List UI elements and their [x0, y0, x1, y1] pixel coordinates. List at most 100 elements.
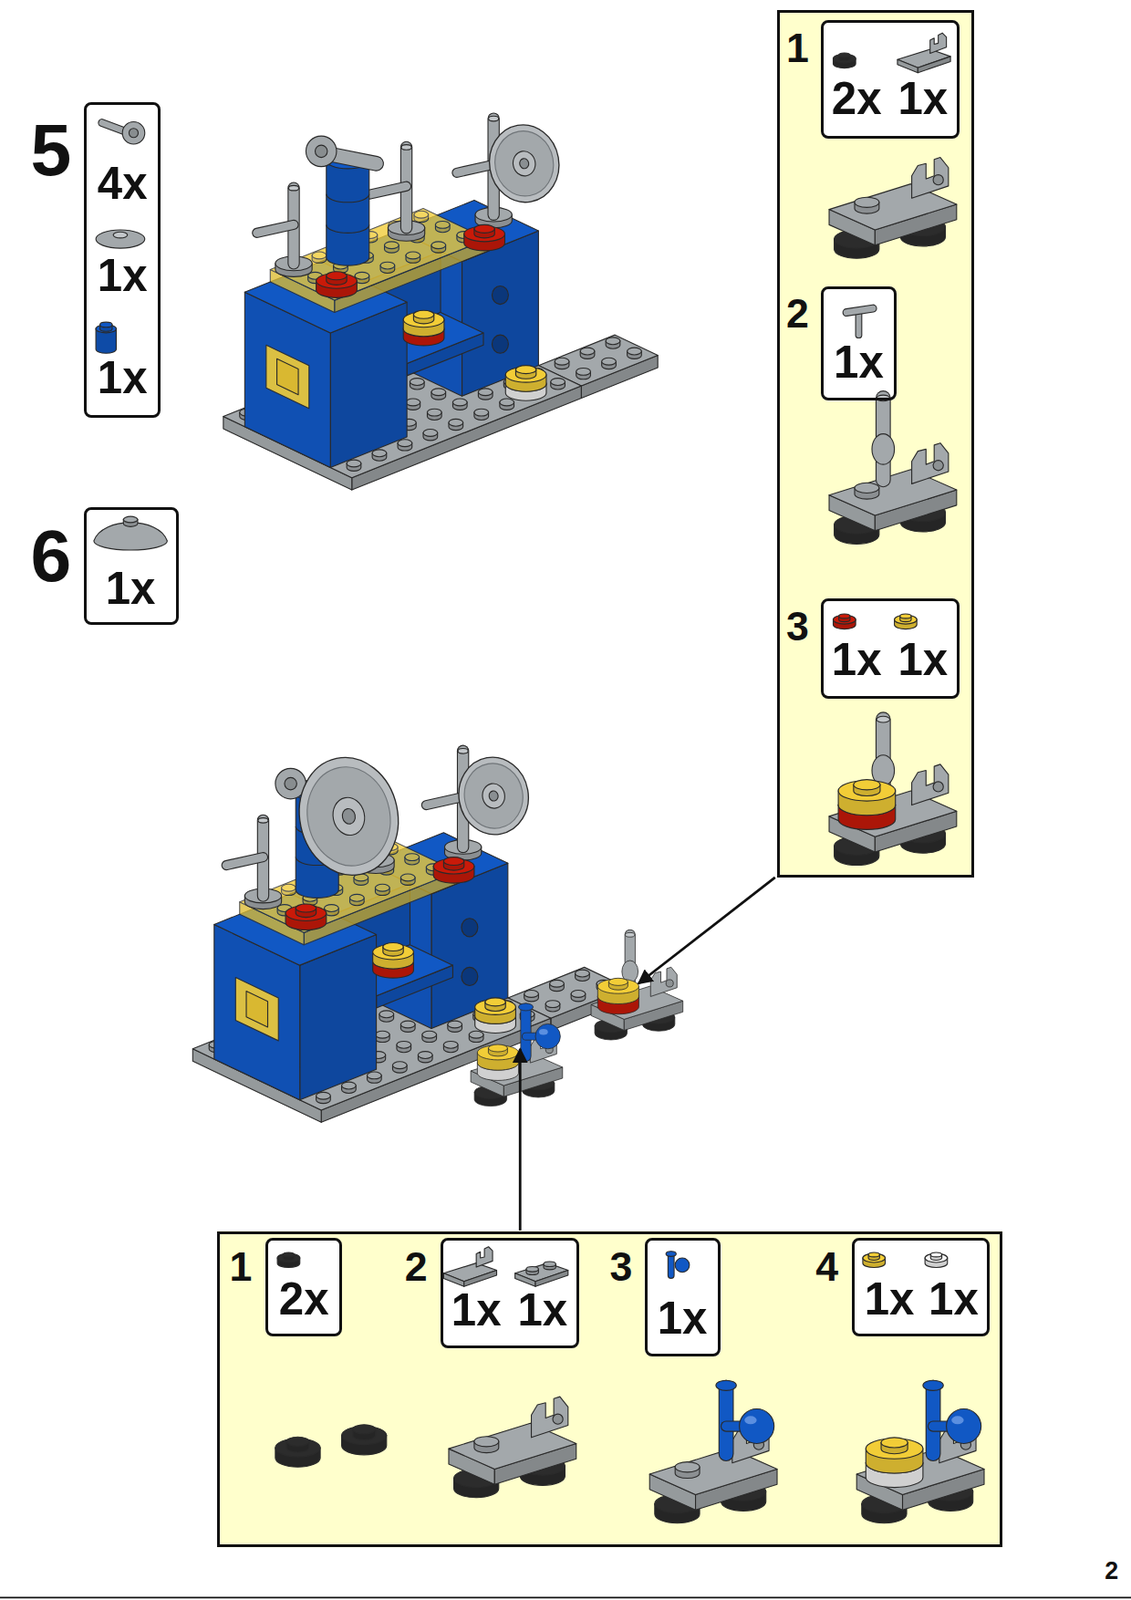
lego-model [491, 334, 509, 353]
lego-model [570, 990, 586, 998]
dish [452, 751, 535, 841]
leader-arrow [518, 1048, 522, 1231]
transparent-plates [431, 241, 447, 250]
subassembly [871, 434, 895, 466]
lego-model [288, 185, 299, 191]
lego-model [369, 186, 406, 195]
lego-model [627, 347, 643, 355]
leader-arrow [638, 877, 776, 984]
lego-model [383, 943, 404, 952]
part-count: 1x [898, 76, 949, 122]
lego-model [461, 918, 478, 937]
part-count: 1x [105, 566, 156, 612]
substep-number: 4 [815, 1245, 839, 1287]
part-icon [674, 1257, 690, 1273]
subassembly [591, 932, 684, 1040]
lego-model [452, 398, 467, 406]
lego-model [425, 797, 463, 806]
parts-box: 1x1x [820, 598, 960, 699]
lego-model [397, 439, 413, 447]
lego-model [426, 408, 442, 416]
part-icon [930, 1252, 942, 1257]
big-dish [288, 747, 409, 884]
lego-model [277, 358, 299, 395]
subassembly [715, 1380, 737, 1391]
part-count: 1x [864, 1276, 915, 1322]
dish [487, 789, 499, 802]
lego-model [226, 857, 263, 866]
parts-box: 1x1x [851, 1237, 990, 1336]
transparent-plates [435, 220, 450, 229]
lego-model [448, 418, 464, 426]
subassembly [923, 1380, 944, 1391]
subassembly [881, 1437, 908, 1448]
subassembly [608, 977, 628, 986]
lego-model [545, 1000, 561, 1008]
substep-panel: 1232x1x1x1x1x [777, 10, 975, 877]
subassembly [519, 1008, 531, 1057]
transparent-plates [384, 241, 400, 250]
lego-model [580, 347, 595, 355]
subassembly [856, 1380, 985, 1524]
subassembly [854, 197, 880, 208]
subassembly [829, 184, 957, 230]
transparent-plates [414, 210, 429, 218]
lego-model [468, 1030, 484, 1038]
part-icon [667, 1255, 675, 1276]
lego-model [396, 1040, 412, 1048]
lego-model [422, 1030, 437, 1038]
subassembly [531, 1396, 569, 1438]
lego-model [246, 991, 268, 1028]
part-icon [846, 308, 873, 312]
subassembly [665, 979, 674, 987]
transparent-plates [380, 261, 395, 270]
page-rule [0, 1597, 1131, 1599]
leader-arrow [519, 877, 776, 1231]
substep-number: 3 [786, 605, 810, 647]
lego-model [326, 224, 370, 233]
dish [452, 751, 535, 841]
lego-model [456, 164, 494, 173]
lego-model [257, 224, 294, 233]
dish [483, 119, 566, 208]
subassembly [912, 157, 949, 199]
part-icon [839, 613, 851, 619]
subassembly [829, 157, 957, 260]
lego-model [443, 1040, 458, 1048]
subassembly [912, 443, 949, 485]
subassembly [539, 1028, 549, 1035]
subassembly [275, 1424, 387, 1467]
lego-model [235, 977, 279, 1041]
dish [329, 794, 368, 839]
part-count: 1x [831, 637, 882, 683]
subassembly [487, 1044, 508, 1052]
lego-model [400, 1020, 416, 1028]
subassembly [744, 1415, 757, 1424]
subassembly [829, 469, 957, 516]
substep-number: 1 [786, 27, 810, 69]
subassembly [933, 175, 944, 186]
box-fill [265, 1237, 343, 1336]
subassembly [912, 764, 949, 806]
lego-model [550, 378, 566, 386]
part-icon [95, 229, 146, 249]
subassembly [474, 1436, 499, 1447]
lego-model [342, 1081, 357, 1090]
part-icon [856, 312, 862, 336]
dish [298, 758, 400, 873]
part-icon [868, 1252, 880, 1257]
part-icon [476, 1246, 493, 1267]
lego-model [315, 145, 328, 157]
subassembly [286, 1436, 310, 1446]
lego-model [425, 797, 463, 806]
subassembly [933, 460, 944, 471]
subassembly [552, 1413, 563, 1424]
lego-model [491, 285, 509, 304]
substep-number: 2 [404, 1245, 428, 1287]
lego-model [379, 1010, 395, 1018]
lego-model [413, 310, 434, 319]
box-fill [851, 1237, 990, 1336]
parts-box: 1x [644, 1237, 722, 1357]
subassembly [477, 1045, 519, 1060]
